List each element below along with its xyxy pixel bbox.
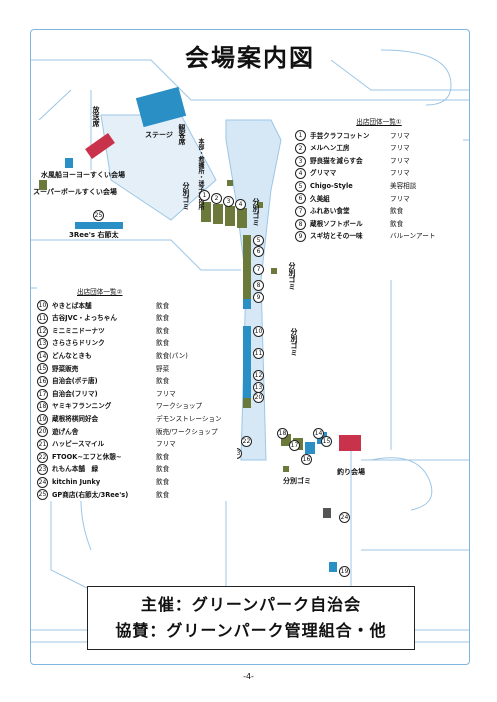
stage-block [135, 86, 187, 128]
marker-16: 16 [301, 454, 312, 465]
map-frame: 会場案内図 放送席 ステージ 観客席 本部・救護所・迷子案内所 水風船ヨーヨーす… [30, 29, 470, 665]
label-audience: 観客席 [178, 124, 186, 145]
marker-25: 25 [93, 210, 104, 221]
label-water-balloon: 水風船ヨーヨーすくい会場 [41, 171, 125, 179]
label-fishing: 釣り会場 [337, 468, 365, 476]
control-booth [85, 133, 115, 159]
marker-24: 24 [339, 512, 350, 523]
label-tent: 本部・救護所・迷子案内所 [197, 138, 204, 210]
fishing-area [339, 435, 361, 451]
label-garbage-4: 分別ゴミ [290, 328, 298, 356]
marker-8: 8 [253, 280, 264, 291]
marker-17: 17 [289, 440, 300, 451]
marker-7: 7 [253, 264, 264, 275]
marker-12: 12 [253, 370, 264, 381]
label-garbage-5: 分別ゴミ [283, 477, 311, 485]
page-number: -4- [243, 672, 254, 681]
legend-2-title: 出店団体一覧② [77, 288, 123, 296]
marker-3: 3 [223, 196, 234, 207]
supporter-text: 協賛：グリーンパーク管理組合・他 [115, 621, 387, 640]
marker-10: 10 [253, 326, 264, 337]
label-superball: スーパーボールすくい会場 [33, 188, 117, 196]
label-garbage-3: 分別ゴミ [288, 262, 296, 290]
marker-15: 15 [321, 436, 332, 447]
marker-9: 9 [253, 292, 264, 303]
marker-20: 20 [253, 392, 264, 403]
superball-booth [39, 180, 47, 190]
label-garbage-2: 分別ゴミ [252, 198, 260, 226]
marker-1: 1 [199, 190, 210, 201]
label-three-rees: 3Ree's 右節太 [69, 231, 119, 239]
marker-14: 14 [313, 428, 324, 439]
marker-18: 18 [277, 428, 288, 439]
marker-19: 19 [339, 566, 350, 577]
marker-2: 2 [211, 193, 222, 204]
booth-25-block [75, 222, 123, 229]
legend-1-title: 出店団体一覧① [356, 118, 402, 126]
marker-4: 4 [235, 199, 246, 210]
page-title: 会場案内図 [185, 44, 315, 72]
marker-6: 6 [253, 246, 264, 257]
marker-22: 22 [241, 436, 252, 447]
sponsor-box: 主催：グリーンパーク自治会 協賛：グリーンパーク管理組合・他 [87, 586, 415, 650]
water-balloon-booth [65, 158, 73, 168]
marker-5: 5 [253, 235, 264, 246]
organizer-text: 主催：グリーンパーク自治会 [140, 595, 362, 614]
label-control: 放送席 [92, 106, 100, 127]
label-garbage-1: 分別ゴミ [182, 182, 190, 210]
label-stage: ステージ [145, 131, 173, 139]
marker-11: 11 [253, 348, 264, 359]
